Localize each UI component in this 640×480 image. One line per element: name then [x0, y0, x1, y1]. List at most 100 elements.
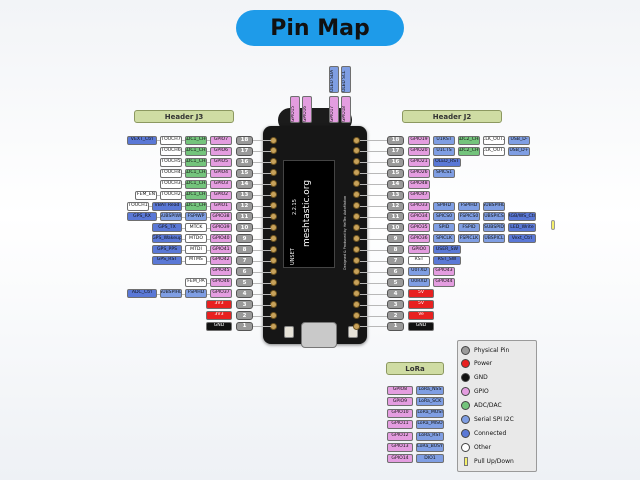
pin-label-serial: SPICLK: [433, 234, 455, 244]
label-connector: [207, 162, 210, 164]
pin-number: 1: [236, 321, 253, 331]
unset-text: UNSET: [290, 248, 296, 265]
pin-connector: [360, 195, 387, 197]
pin-number: 3: [387, 300, 404, 310]
pin-label-connected: RGB/WS_Ctrl: [508, 212, 536, 222]
pin-connector: [360, 151, 387, 153]
pin-connector: [360, 184, 387, 186]
header-hole: [353, 267, 360, 275]
pin-number: 2: [236, 311, 253, 320]
pin-label-other: MTCK: [185, 223, 207, 233]
header-hole: [270, 267, 277, 275]
pin-label-serial: SPICS1: [433, 168, 455, 178]
pin-label-other: MTDO: [185, 234, 207, 244]
legend-swatch: [461, 401, 470, 411]
pin-label-adc_dac: ADC1_CH6: [185, 135, 207, 145]
pin-connector: [253, 173, 271, 175]
pin-connector: [253, 216, 271, 218]
legend-swatch: [461, 373, 470, 383]
label-connector: [207, 195, 210, 197]
top-pin-label: GPIO15: [291, 105, 296, 122]
pin-label-gpio: GPIO2: [210, 190, 232, 200]
pin-number: 17: [236, 146, 253, 156]
header-hole: [270, 256, 277, 264]
pin-label-gpio: GPIO36: [408, 234, 430, 244]
pin-label-connected: Vext_Ctrl: [508, 234, 536, 244]
header-hole: [353, 213, 360, 221]
pin-label-gpio: GPIO39: [210, 223, 232, 233]
pin-label-connected: ADC_Ctrl: [127, 289, 157, 299]
pin-label-serial: SUBSPIHD: [483, 201, 505, 211]
label-connector: [149, 206, 152, 207]
pin-label-connected: GPS_PPS: [152, 245, 182, 255]
header-hole: [270, 158, 277, 166]
pin-label-gpio: GPIO21: [408, 157, 430, 167]
pin-number: 14: [236, 179, 253, 189]
lora-gpio: GPIO14: [387, 454, 413, 464]
pin-label-serial: SPID: [433, 223, 455, 233]
pin-label-adc_dac: ADC1_CH2: [185, 179, 207, 189]
pin-label-serial: FSPIHD: [185, 289, 207, 299]
legend-swatch: [461, 345, 470, 355]
label-connector: [182, 184, 185, 186]
pin-label-serial: SPIHD: [433, 201, 455, 211]
header-hole: [353, 158, 360, 166]
top-pin-label: OLED SDA: [330, 69, 335, 92]
pin-label-serial: FSPICLK: [458, 234, 480, 244]
label-connector: [182, 140, 185, 142]
pin-connector: [360, 140, 387, 142]
header-hole: [353, 300, 360, 308]
pin-connector: [253, 162, 271, 164]
pin-number: 14: [387, 179, 404, 189]
pin-label-other: RST: [408, 256, 430, 266]
header-hole: [270, 300, 277, 308]
pin-label-adc_dac: ADC1_CH3: [185, 168, 207, 178]
pin-connector: [253, 304, 271, 306]
pin-label-connected: GPS_RST: [152, 256, 182, 266]
pin-connector: [360, 249, 387, 251]
pin-label-power: 3V3: [206, 311, 232, 320]
label-connector: [207, 151, 210, 153]
pin-connector: [253, 140, 271, 142]
pin-connector: [253, 206, 271, 207]
pin-label-gpio: GPIO41: [210, 245, 232, 255]
pin-label-connected: GPS_Wakeup: [152, 234, 182, 244]
label-connector: [207, 206, 210, 207]
pin-connector: [360, 293, 387, 295]
label-connector: [182, 260, 185, 262]
pull-updown-marker: [551, 219, 555, 230]
pin-label-power: 5V: [408, 300, 434, 310]
label-connector: [182, 227, 185, 229]
pin-connector: [360, 238, 387, 240]
pin-label-other: TOUCH6: [160, 146, 182, 156]
pin-connector: [253, 326, 271, 328]
legend-label: Serial SPI I2C: [474, 416, 514, 423]
label-connector: [157, 293, 160, 295]
pin-number: 2: [387, 311, 404, 320]
pin-connector: [360, 206, 387, 207]
header-hole: [270, 202, 277, 210]
pin-label-serial: SPICS0: [433, 212, 455, 222]
pin-connector: [253, 249, 271, 251]
header-j2-label: Header J2: [402, 110, 502, 123]
pin-number: 18: [387, 135, 404, 145]
pin-connector: [253, 184, 271, 186]
usb-c-port: [301, 322, 337, 348]
pin-label-connected: OLED_RST: [433, 157, 461, 167]
top-pin-serial: OLED SCL: [341, 66, 351, 93]
pin-connector: [360, 282, 387, 284]
credit-text: Designed & Produced by HelTec AutoMation: [343, 195, 347, 270]
pin-label-serial: U0TXD: [408, 267, 430, 277]
pin-label-adc_dac: ADC1_CH4: [185, 157, 207, 167]
pin-label-gpio: GPIO19: [408, 135, 430, 145]
label-connector: [207, 293, 210, 295]
pin-label-gpio: GPIO33: [408, 201, 430, 211]
label-connector: [182, 162, 185, 164]
label-connector: [157, 216, 160, 218]
pin-label-serial: SUBSPICS0: [483, 212, 505, 222]
legend-label: Physical Pin: [474, 346, 510, 354]
label-connector: [207, 249, 210, 251]
rst-button: [284, 326, 294, 338]
pin-label-serial: SUBSPIHD: [160, 289, 182, 299]
